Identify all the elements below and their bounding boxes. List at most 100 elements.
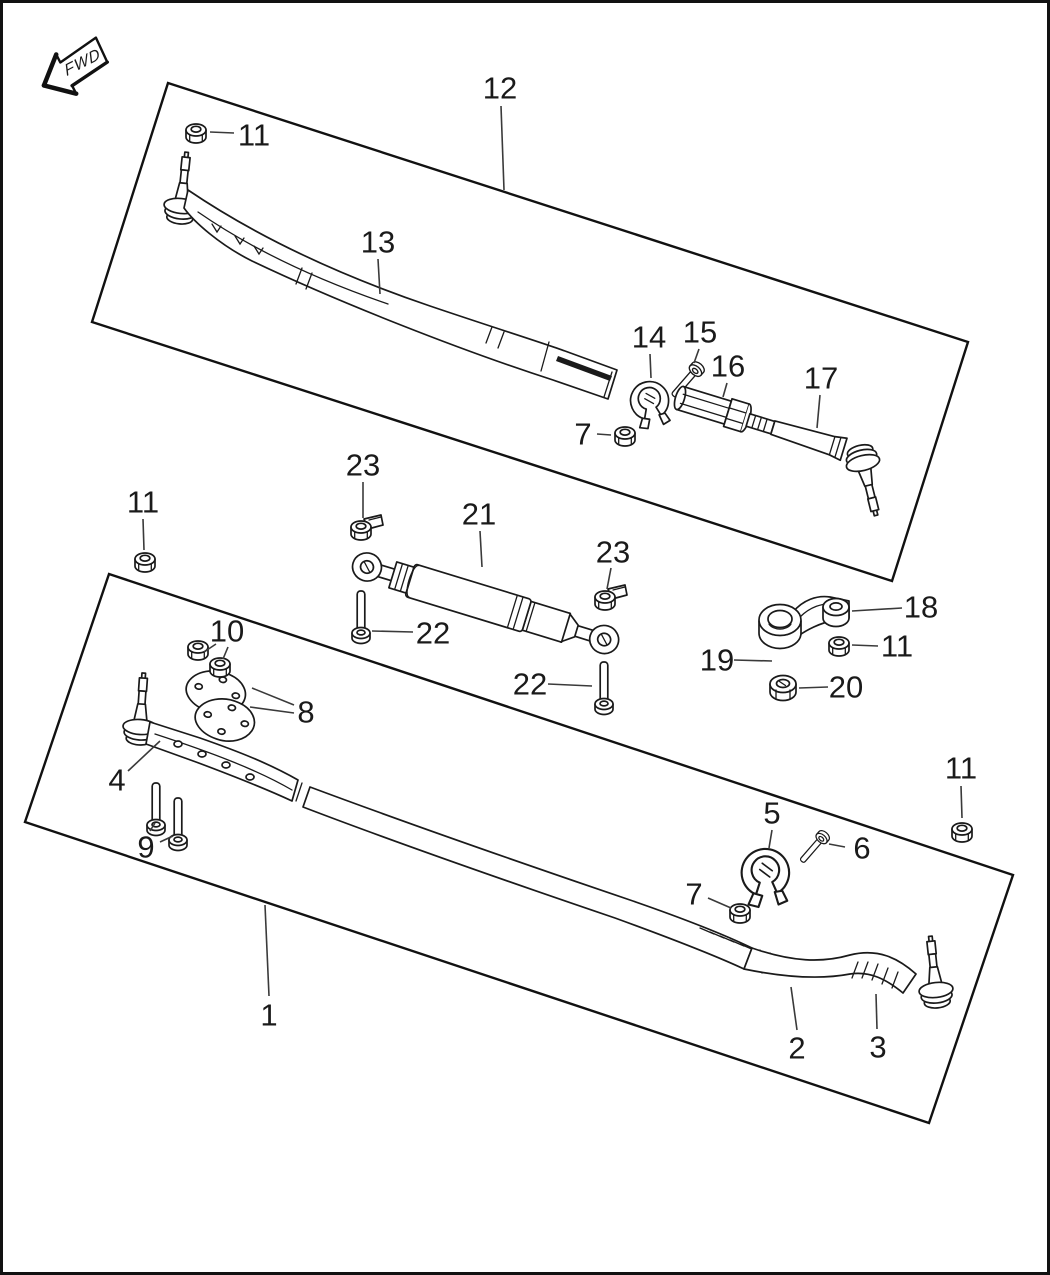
callout-leader-line xyxy=(209,131,235,134)
flag-nut-drawing-23a xyxy=(351,515,383,540)
callout-leader-line xyxy=(547,683,593,687)
callout-number: 6 xyxy=(853,831,870,866)
center-link-plates-drawing xyxy=(182,666,259,746)
callout-19-16: 19 xyxy=(700,643,773,678)
callout-leader-line xyxy=(768,829,773,849)
callout-leader-line xyxy=(203,643,217,653)
callout-leader-line xyxy=(127,740,161,772)
callout-17-6: 17 xyxy=(804,361,838,429)
callout-number: 23 xyxy=(346,448,380,483)
steering-damper-drawing xyxy=(351,552,620,655)
callout-number: 18 xyxy=(904,590,938,625)
callout-21-9: 21 xyxy=(462,497,496,568)
nut-drawing-10b xyxy=(209,657,231,678)
callout-leader-line xyxy=(596,433,612,436)
callout-number: 12 xyxy=(483,71,517,106)
callout-16-5: 16 xyxy=(711,349,745,398)
adjuster-sleeve-drawing xyxy=(673,385,752,433)
callout-number: 20 xyxy=(829,670,863,705)
nut-drawing-11d xyxy=(951,822,973,843)
callout-5-21: 5 xyxy=(763,796,781,849)
callout-6-22: 6 xyxy=(828,831,871,866)
callout-11-10: 11 xyxy=(127,485,159,551)
callout-number: 17 xyxy=(804,361,838,396)
callout-12-0: 12 xyxy=(483,71,517,191)
center-link-drawing xyxy=(120,671,956,1011)
callout-15-4: 15 xyxy=(683,315,717,364)
callout-number: 8 xyxy=(297,695,314,730)
link-bolt-drawing-9b xyxy=(168,797,188,852)
callout-leader-line xyxy=(875,993,878,1030)
callout-leader-line xyxy=(149,822,156,832)
drag-link-clamp-drawing xyxy=(627,378,674,432)
nut-drawing-11c xyxy=(828,636,850,657)
callout-number: 11 xyxy=(238,118,270,153)
callout-number: 19 xyxy=(700,643,734,678)
callout-11-23: 11 xyxy=(945,751,977,819)
callout-number: 23 xyxy=(596,535,630,570)
callout-23-8: 23 xyxy=(346,448,380,518)
callout-number: 22 xyxy=(416,616,450,651)
callout-3-28: 3 xyxy=(869,993,887,1065)
callout-leader-line xyxy=(851,644,879,647)
callout-leader-line xyxy=(251,687,295,706)
damper-bolt-drawing-22a xyxy=(351,590,371,645)
pitman-arm-drawing xyxy=(758,595,850,650)
callout-22-14: 22 xyxy=(371,616,450,651)
callout-leader-line xyxy=(371,630,414,633)
callout-4-20: 4 xyxy=(108,740,161,798)
callout-7-7: 7 xyxy=(574,417,612,452)
fwd-arrow: FWD xyxy=(41,36,109,96)
callout-23-11: 23 xyxy=(596,535,630,590)
callout-number: 5 xyxy=(763,796,780,831)
callout-number: 22 xyxy=(513,667,547,702)
callout-leader-line xyxy=(649,353,652,379)
callout-number: 7 xyxy=(574,417,591,452)
callout-7-25: 7 xyxy=(685,877,732,912)
callout-number: 11 xyxy=(945,751,977,786)
callout-number: 21 xyxy=(462,497,496,532)
clamp-bolt-drawing-6 xyxy=(796,827,832,867)
callout-leader-line xyxy=(707,897,732,909)
callout-number: 14 xyxy=(632,320,666,355)
callout-leader-line xyxy=(960,785,963,819)
flag-nut-drawing-23b xyxy=(595,585,627,610)
callout-number: 16 xyxy=(711,349,745,384)
callout-8-19: 8 xyxy=(249,687,315,730)
callout-20-17: 20 xyxy=(798,670,863,705)
callout-10-13: 10 xyxy=(203,614,244,660)
callout-11-15: 11 xyxy=(851,629,913,664)
callout-14-3: 14 xyxy=(632,320,666,379)
callout-leader-line xyxy=(851,607,903,612)
nut-drawing-11b xyxy=(134,552,156,573)
callout-leader-line xyxy=(222,646,229,660)
outer-tie-rod-drawing xyxy=(745,412,894,521)
callout-number: 13 xyxy=(361,225,395,260)
callout-leader-line xyxy=(733,659,773,662)
callout-leader-line xyxy=(693,348,700,364)
callout-number: 7 xyxy=(685,877,702,912)
callout-number: 4 xyxy=(108,763,125,798)
callout-leader-line xyxy=(722,382,728,398)
damper-bolt-drawing-22b xyxy=(594,661,614,716)
kit-box-center-link xyxy=(23,572,1015,1125)
drag-link-drawing xyxy=(161,149,618,400)
pitman-nut-drawing-20 xyxy=(769,674,797,702)
callout-13-2: 13 xyxy=(361,225,395,295)
callout-number: 15 xyxy=(683,315,717,350)
callout-number: 11 xyxy=(127,485,159,520)
kit-box-drag-link xyxy=(90,81,970,583)
callout-11-1: 11 xyxy=(209,118,270,153)
callout-leader-line xyxy=(142,518,145,551)
callout-leader-line xyxy=(479,530,483,568)
callout-number: 11 xyxy=(881,629,913,664)
callout-leader-line xyxy=(249,706,295,714)
callout-leader-line xyxy=(798,686,829,689)
callout-number: 2 xyxy=(788,1031,805,1066)
callout-22-18: 22 xyxy=(513,667,593,702)
nut-drawing-11a xyxy=(185,123,207,144)
callout-leader-line xyxy=(377,258,381,295)
